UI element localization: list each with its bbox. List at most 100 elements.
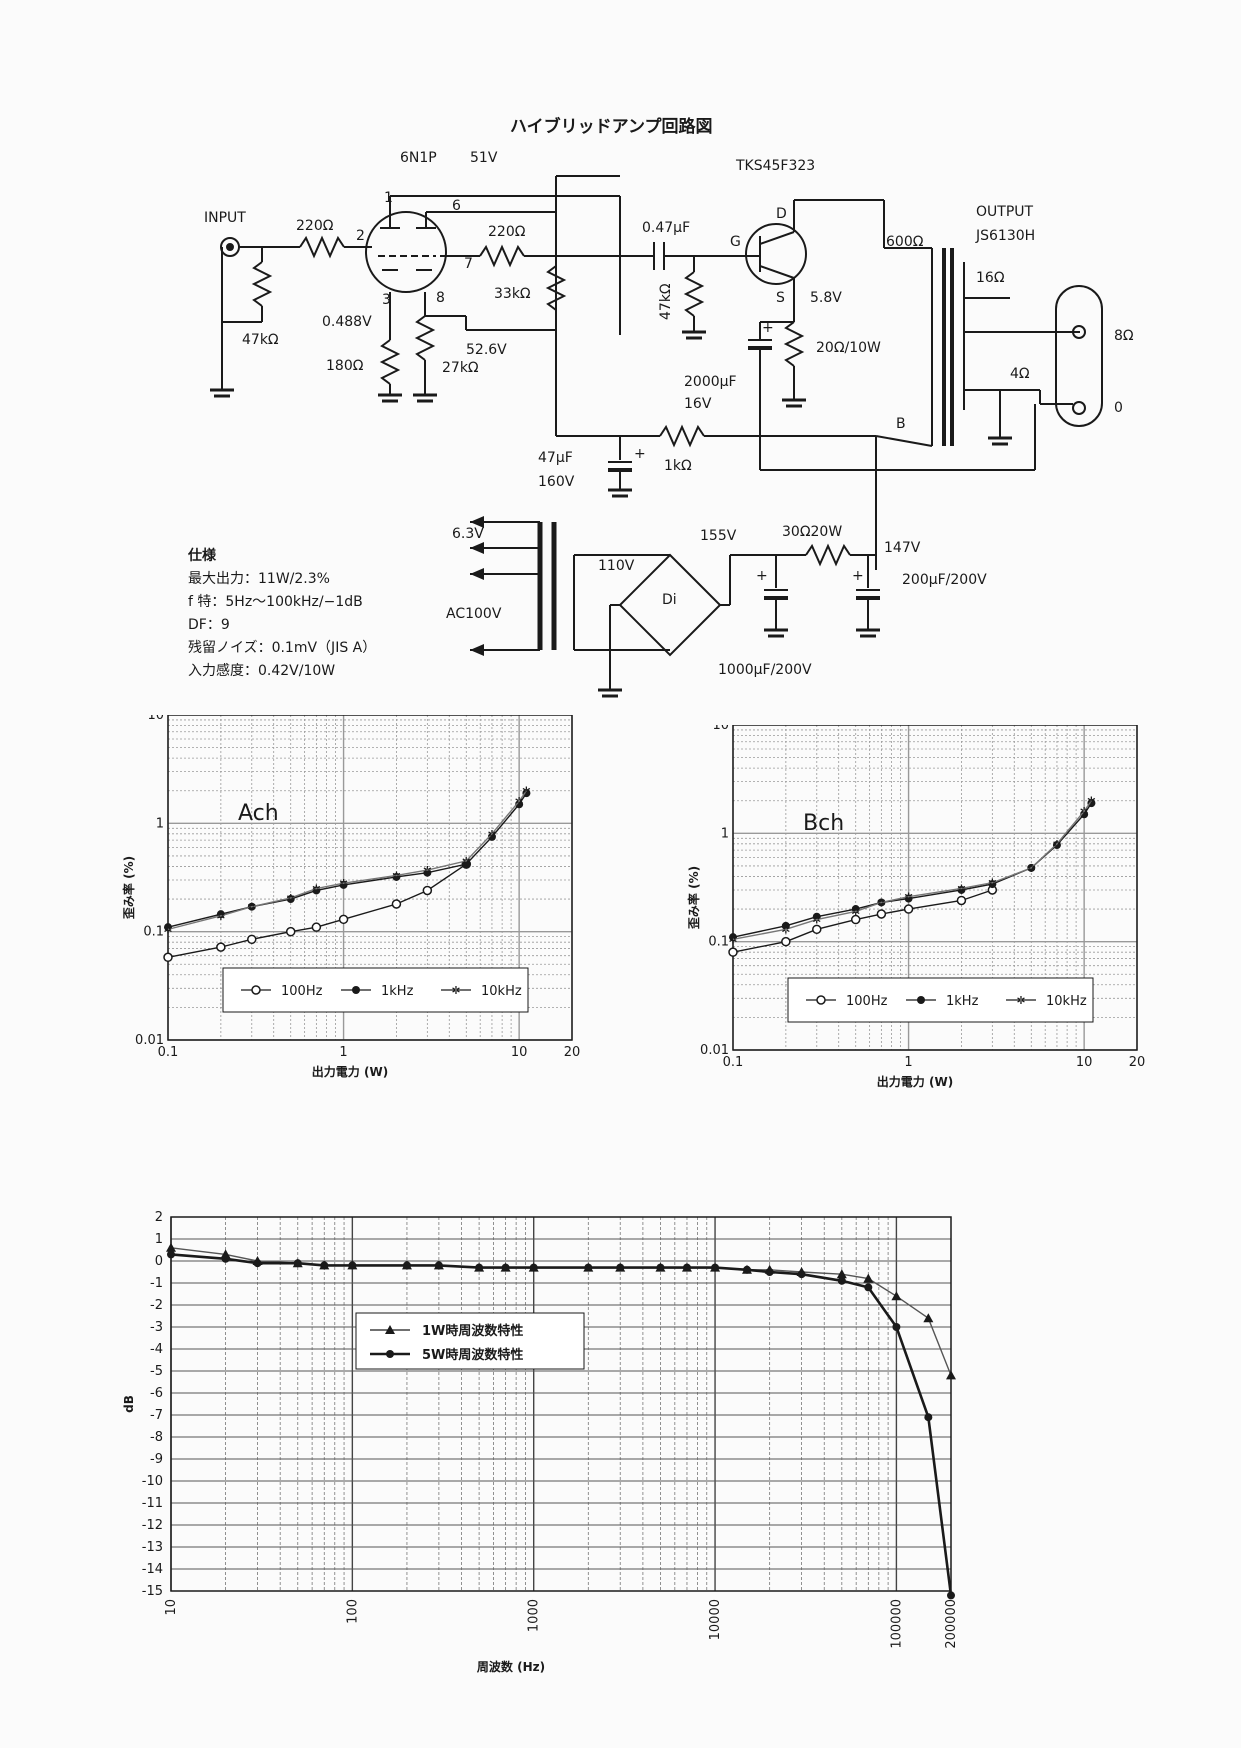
data-point [475, 1263, 484, 1272]
label-c-couple: 0.47μF [642, 220, 690, 236]
data-point [338, 914, 349, 925]
data-point [386, 1350, 394, 1358]
spec-line: f 特：5Hz〜100kHz/−1dB [188, 594, 363, 610]
data-point [616, 1263, 625, 1272]
data-point: ✲ [392, 869, 401, 882]
spec-line: 最大出力：11W/2.3% [188, 571, 330, 587]
data-point: ✲ [522, 785, 531, 798]
label-z-primary: 600Ω [886, 234, 924, 250]
data-point: ✲ [877, 896, 886, 909]
legend-label: 1kHz [946, 994, 979, 1009]
data-point [891, 1291, 902, 1301]
data-point: ✲ [247, 901, 256, 914]
data-point: ✲ [286, 892, 295, 905]
label-r-cathode2: 27kΩ [442, 360, 479, 376]
data-point [797, 1270, 806, 1279]
data-point [892, 1323, 901, 1331]
series-line [170, 1253, 953, 1596]
data-point [876, 909, 887, 919]
data-point [863, 1273, 874, 1283]
y-tick-label: -9 [150, 1452, 163, 1467]
data-point [522, 789, 531, 798]
series-100Hz [728, 885, 998, 957]
data-point: ✲ [812, 914, 821, 927]
data-point [1087, 799, 1096, 808]
data-point [924, 1413, 933, 1422]
data-point: ✲ [904, 891, 913, 904]
y-axis-label: dB [122, 1395, 136, 1413]
data-point: ✲ [216, 910, 225, 923]
label-input: INPUT [204, 210, 246, 226]
y-tick-label: -5 [150, 1364, 163, 1379]
data-point [584, 1263, 593, 1272]
y-axis-label: 歪み率 (%) [121, 856, 136, 919]
y-tick-label: -7 [150, 1408, 163, 1423]
legend-label: 1W時周波数特性 [422, 1323, 523, 1339]
series-5W時周波数特性 [167, 1250, 955, 1600]
data-point [515, 800, 524, 809]
label-diode: Di [662, 592, 677, 608]
spec-heading: 仕様 [188, 548, 216, 564]
data-point [816, 995, 826, 1005]
data-point [765, 1268, 774, 1276]
data-point: ✲ [462, 855, 471, 868]
data-point [956, 895, 967, 906]
legend-label: 5W時周波数特性 [422, 1347, 523, 1363]
resistor-220-plate [479, 244, 525, 268]
data-point: ✲ [728, 933, 737, 946]
data-point: ✲ [1052, 838, 1061, 851]
label-pin6: 6 [452, 198, 461, 214]
legend-label: 100Hz [281, 984, 323, 999]
series-10kHz: ✲✲✲✲✲✲✲✲✲✲✲✲ [728, 795, 1096, 947]
x-axis-label: 周波数 (Hz) [477, 1659, 545, 1674]
label-output-tr: JS6130H [975, 228, 1035, 244]
data-point [917, 996, 925, 1004]
data-point [947, 1591, 955, 1600]
label-c-source-v: 16V [684, 396, 712, 412]
data-point [864, 1283, 873, 1292]
label-r-source: 20Ω/10W [816, 340, 881, 356]
data-point [434, 1261, 443, 1270]
data-point [850, 914, 861, 925]
label-c-47: 47μF [538, 450, 573, 466]
series-line [732, 889, 993, 953]
x-tick-label: 1 [904, 1055, 912, 1070]
series-line [167, 790, 527, 931]
label-plus-2: + [634, 446, 646, 462]
label-r-load: 33kΩ [494, 286, 531, 302]
data-point [462, 860, 471, 869]
label-c-source: 2000μF [684, 374, 737, 390]
label-r-30: 30Ω20W [782, 524, 842, 540]
data-point [402, 1261, 411, 1270]
label-r-cathode: 180Ω [326, 358, 364, 374]
x-tick-label: 10 [164, 1599, 179, 1616]
series-line [732, 800, 1092, 941]
label-c-47v: 160V [538, 474, 575, 490]
label-pin7: 7 [464, 256, 473, 272]
x-axis-label: 出力電力 (W) [877, 1074, 953, 1089]
series-line [167, 792, 528, 928]
x-tick-label: 10 [1076, 1055, 1093, 1070]
y-tick-label: 2 [155, 1210, 163, 1225]
y-tick-label: -6 [150, 1386, 163, 1401]
data-point [251, 985, 261, 995]
data-point: ✲ [1080, 805, 1089, 818]
x-tick-label: 200000 [944, 1599, 959, 1649]
label-pin3: 3 [382, 292, 391, 308]
label-tap16: 16Ω [976, 270, 1005, 286]
label-pin1: 1 [384, 190, 393, 206]
x-tick-label: 0.1 [723, 1055, 744, 1070]
data-point [742, 1265, 751, 1274]
fet-tks45f323 [745, 223, 807, 285]
series-line [167, 863, 467, 958]
y-tick-label: 0.1 [708, 935, 729, 950]
data-point [167, 1250, 175, 1259]
data-point [320, 1261, 329, 1270]
x-tick-label: 100 [345, 1599, 360, 1624]
label-pin2: 2 [356, 228, 365, 244]
label-plus-4: + [852, 568, 864, 584]
y-tick-label: -8 [150, 1430, 163, 1445]
